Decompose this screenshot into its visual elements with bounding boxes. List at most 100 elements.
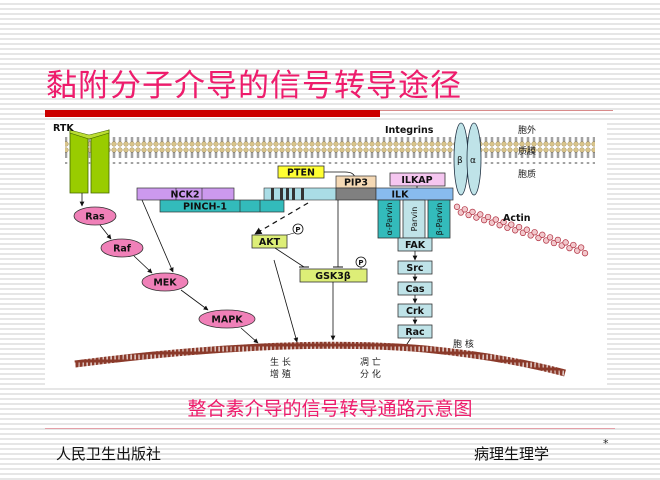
actin-bead [500, 218, 507, 226]
akt-to-nucleus-edge [273, 259, 299, 343]
actin-bead [562, 239, 569, 246]
akt-node: AKT [251, 234, 288, 249]
actin-bead [581, 250, 589, 257]
actin-bead [531, 229, 538, 236]
slide-title: 黏附分子介导的信号转导途径 [46, 68, 462, 104]
svg-text:α-Parvin: α-Parvin [385, 203, 394, 236]
actin-bead [453, 203, 461, 210]
caption-divider [45, 428, 615, 429]
actin-bead [515, 224, 523, 231]
apoptosis-label-line2: 分 化 [360, 368, 381, 380]
gsk3b-node: GSK3β [299, 268, 368, 283]
diagram-canvas: RTK Integrins β α 胞外 质膜 胞质 NCK2 PINCH-1 [53, 122, 595, 380]
pinch1-node: PINCH-1 [159, 199, 285, 213]
integrins-label: Integrins [385, 125, 434, 136]
cytoplasm-label: 胞质 [518, 168, 536, 180]
rac-node: Rac [397, 324, 433, 339]
growth-label-line1: 生 长 [270, 356, 291, 368]
svg-text:ILKAP: ILKAP [401, 175, 432, 186]
svg-text:MEK: MEK [153, 278, 177, 289]
title-underline-thick [45, 110, 380, 117]
raf-node: Raf [100, 238, 144, 258]
actin-bead [477, 211, 484, 218]
rtk-receptor [69, 129, 110, 194]
membrane-label: 质膜 [518, 145, 536, 157]
raf-to-mek-edge [133, 255, 153, 274]
actin-bead [570, 241, 577, 249]
nuclear-membrane-texture [74, 341, 566, 377]
svg-text:NCK2: NCK2 [171, 190, 200, 201]
fak-node: FAK [397, 237, 433, 252]
actin-bead [523, 226, 530, 233]
nck2-to-mek-edge [141, 199, 174, 273]
src-node: Src [397, 260, 433, 275]
figure-caption: 整合素介导的信号转导通路示意图 [187, 398, 473, 420]
mapk-node: MAPK [198, 309, 256, 329]
phospho-link [286, 232, 295, 236]
ras-to-raf-edge [99, 224, 112, 240]
svg-text:ILK: ILK [392, 190, 410, 201]
svg-text:Raf: Raf [113, 244, 132, 255]
nuclear-membrane [74, 341, 566, 377]
crk-node: Crk [397, 303, 433, 318]
kinase-domain-strip [263, 187, 337, 201]
actin-bead [484, 213, 492, 221]
b-parvin-node: β-Parvin [427, 199, 451, 239]
actin-filament [453, 203, 589, 257]
actin-bead [539, 231, 546, 238]
publisher-label: 人民卫生出版社 [56, 445, 162, 463]
actin-bead [508, 221, 515, 228]
parvin-node: Parvin [402, 199, 426, 239]
akt-phospho-label: P [295, 226, 300, 234]
svg-text:MAPK: MAPK [211, 315, 243, 326]
svg-text:PIP3: PIP3 [344, 178, 368, 189]
pten-node: PTEN [277, 165, 325, 179]
ras-node: Ras [73, 206, 117, 226]
mapk-to-nucleus-edge [240, 327, 259, 344]
mek-to-mapk-edge [180, 289, 209, 311]
ilkap-node: ILKAP [389, 172, 446, 187]
title-underline-thin [380, 110, 613, 111]
svg-text:GSK3β: GSK3β [315, 271, 351, 282]
alpha-label: α [470, 156, 476, 166]
svg-text:Ras: Ras [85, 212, 105, 223]
svg-text:Rac: Rac [405, 327, 424, 338]
course-label: 病理生理学 [474, 445, 550, 463]
nck2-node: NCK2 [136, 187, 235, 201]
svg-text:PTEN: PTEN [287, 168, 315, 179]
akt-phospho-marker [292, 223, 304, 235]
integrin-alpha-subunit [466, 122, 482, 196]
plasma-membrane [65, 137, 595, 164]
svg-text:β-Parvin: β-Parvin [435, 203, 444, 236]
mek-node: MEK [141, 272, 189, 292]
pip3-node: PIP3 [335, 175, 377, 201]
ilk-node: ILK [375, 187, 454, 201]
rtk-label: RTK [53, 123, 74, 134]
actin-bead [546, 234, 554, 241]
integrin-signaling-diagram: RTK Integrins β α 胞外 质膜 胞质 NCK2 PINCH-1 [45, 121, 607, 386]
footer-asterisk: * [603, 437, 609, 450]
svg-text:Src: Src [406, 263, 423, 274]
cas-node: Cas [397, 281, 433, 296]
actin-bead [461, 206, 468, 213]
growth-label-line2: 增 殖 [270, 368, 291, 380]
svg-text:Cas: Cas [405, 284, 424, 295]
actin-bead [554, 236, 561, 244]
pip3-to-akt-dashed-edge [254, 202, 309, 235]
nucleus-label: 胞 核 [453, 338, 474, 350]
a-parvin-node: α-Parvin [377, 199, 401, 239]
actin-bead [469, 208, 476, 216]
akt-inhibits-gsk3b-edge [274, 247, 305, 268]
beta-label: β [457, 156, 463, 166]
gsk3b-phospho-label: P [358, 259, 363, 267]
svg-text:Parvin: Parvin [410, 207, 419, 232]
actin-label: Actin [503, 213, 531, 224]
svg-text:PINCH-1: PINCH-1 [183, 202, 227, 213]
svg-text:AKT: AKT [259, 237, 281, 248]
actin-bead [577, 244, 585, 251]
extracellular-label: 胞外 [518, 124, 536, 136]
svg-text:FAK: FAK [405, 240, 426, 251]
apoptosis-label-line1: 凋 亡 [360, 356, 381, 368]
actin-bead [492, 216, 499, 223]
svg-text:Crk: Crk [406, 306, 425, 317]
